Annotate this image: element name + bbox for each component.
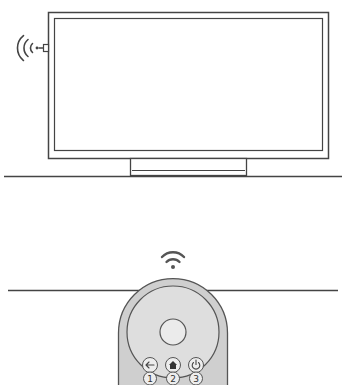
number-label: 2 xyxy=(166,373,180,385)
table-line xyxy=(4,176,342,177)
home-icon xyxy=(169,361,177,369)
home-button xyxy=(166,358,181,373)
dpad-ring xyxy=(127,286,219,378)
power-button xyxy=(189,358,204,373)
tv-frame xyxy=(49,13,329,159)
select-button xyxy=(160,319,186,345)
number-button xyxy=(167,372,180,385)
remote-body xyxy=(119,279,228,385)
number-button xyxy=(144,372,157,385)
stand-edge xyxy=(132,170,245,171)
back-arrow xyxy=(146,362,154,368)
power-icon-bar xyxy=(195,360,196,365)
wifi-icon xyxy=(162,252,184,269)
number-button xyxy=(190,372,203,385)
receiver xyxy=(44,45,49,52)
signal-waves xyxy=(17,36,43,61)
tv-stand xyxy=(131,159,247,176)
number-label: 1 xyxy=(143,373,157,385)
number-label: 3 xyxy=(189,373,203,385)
tv-screen xyxy=(55,19,323,151)
back-button xyxy=(143,358,158,373)
